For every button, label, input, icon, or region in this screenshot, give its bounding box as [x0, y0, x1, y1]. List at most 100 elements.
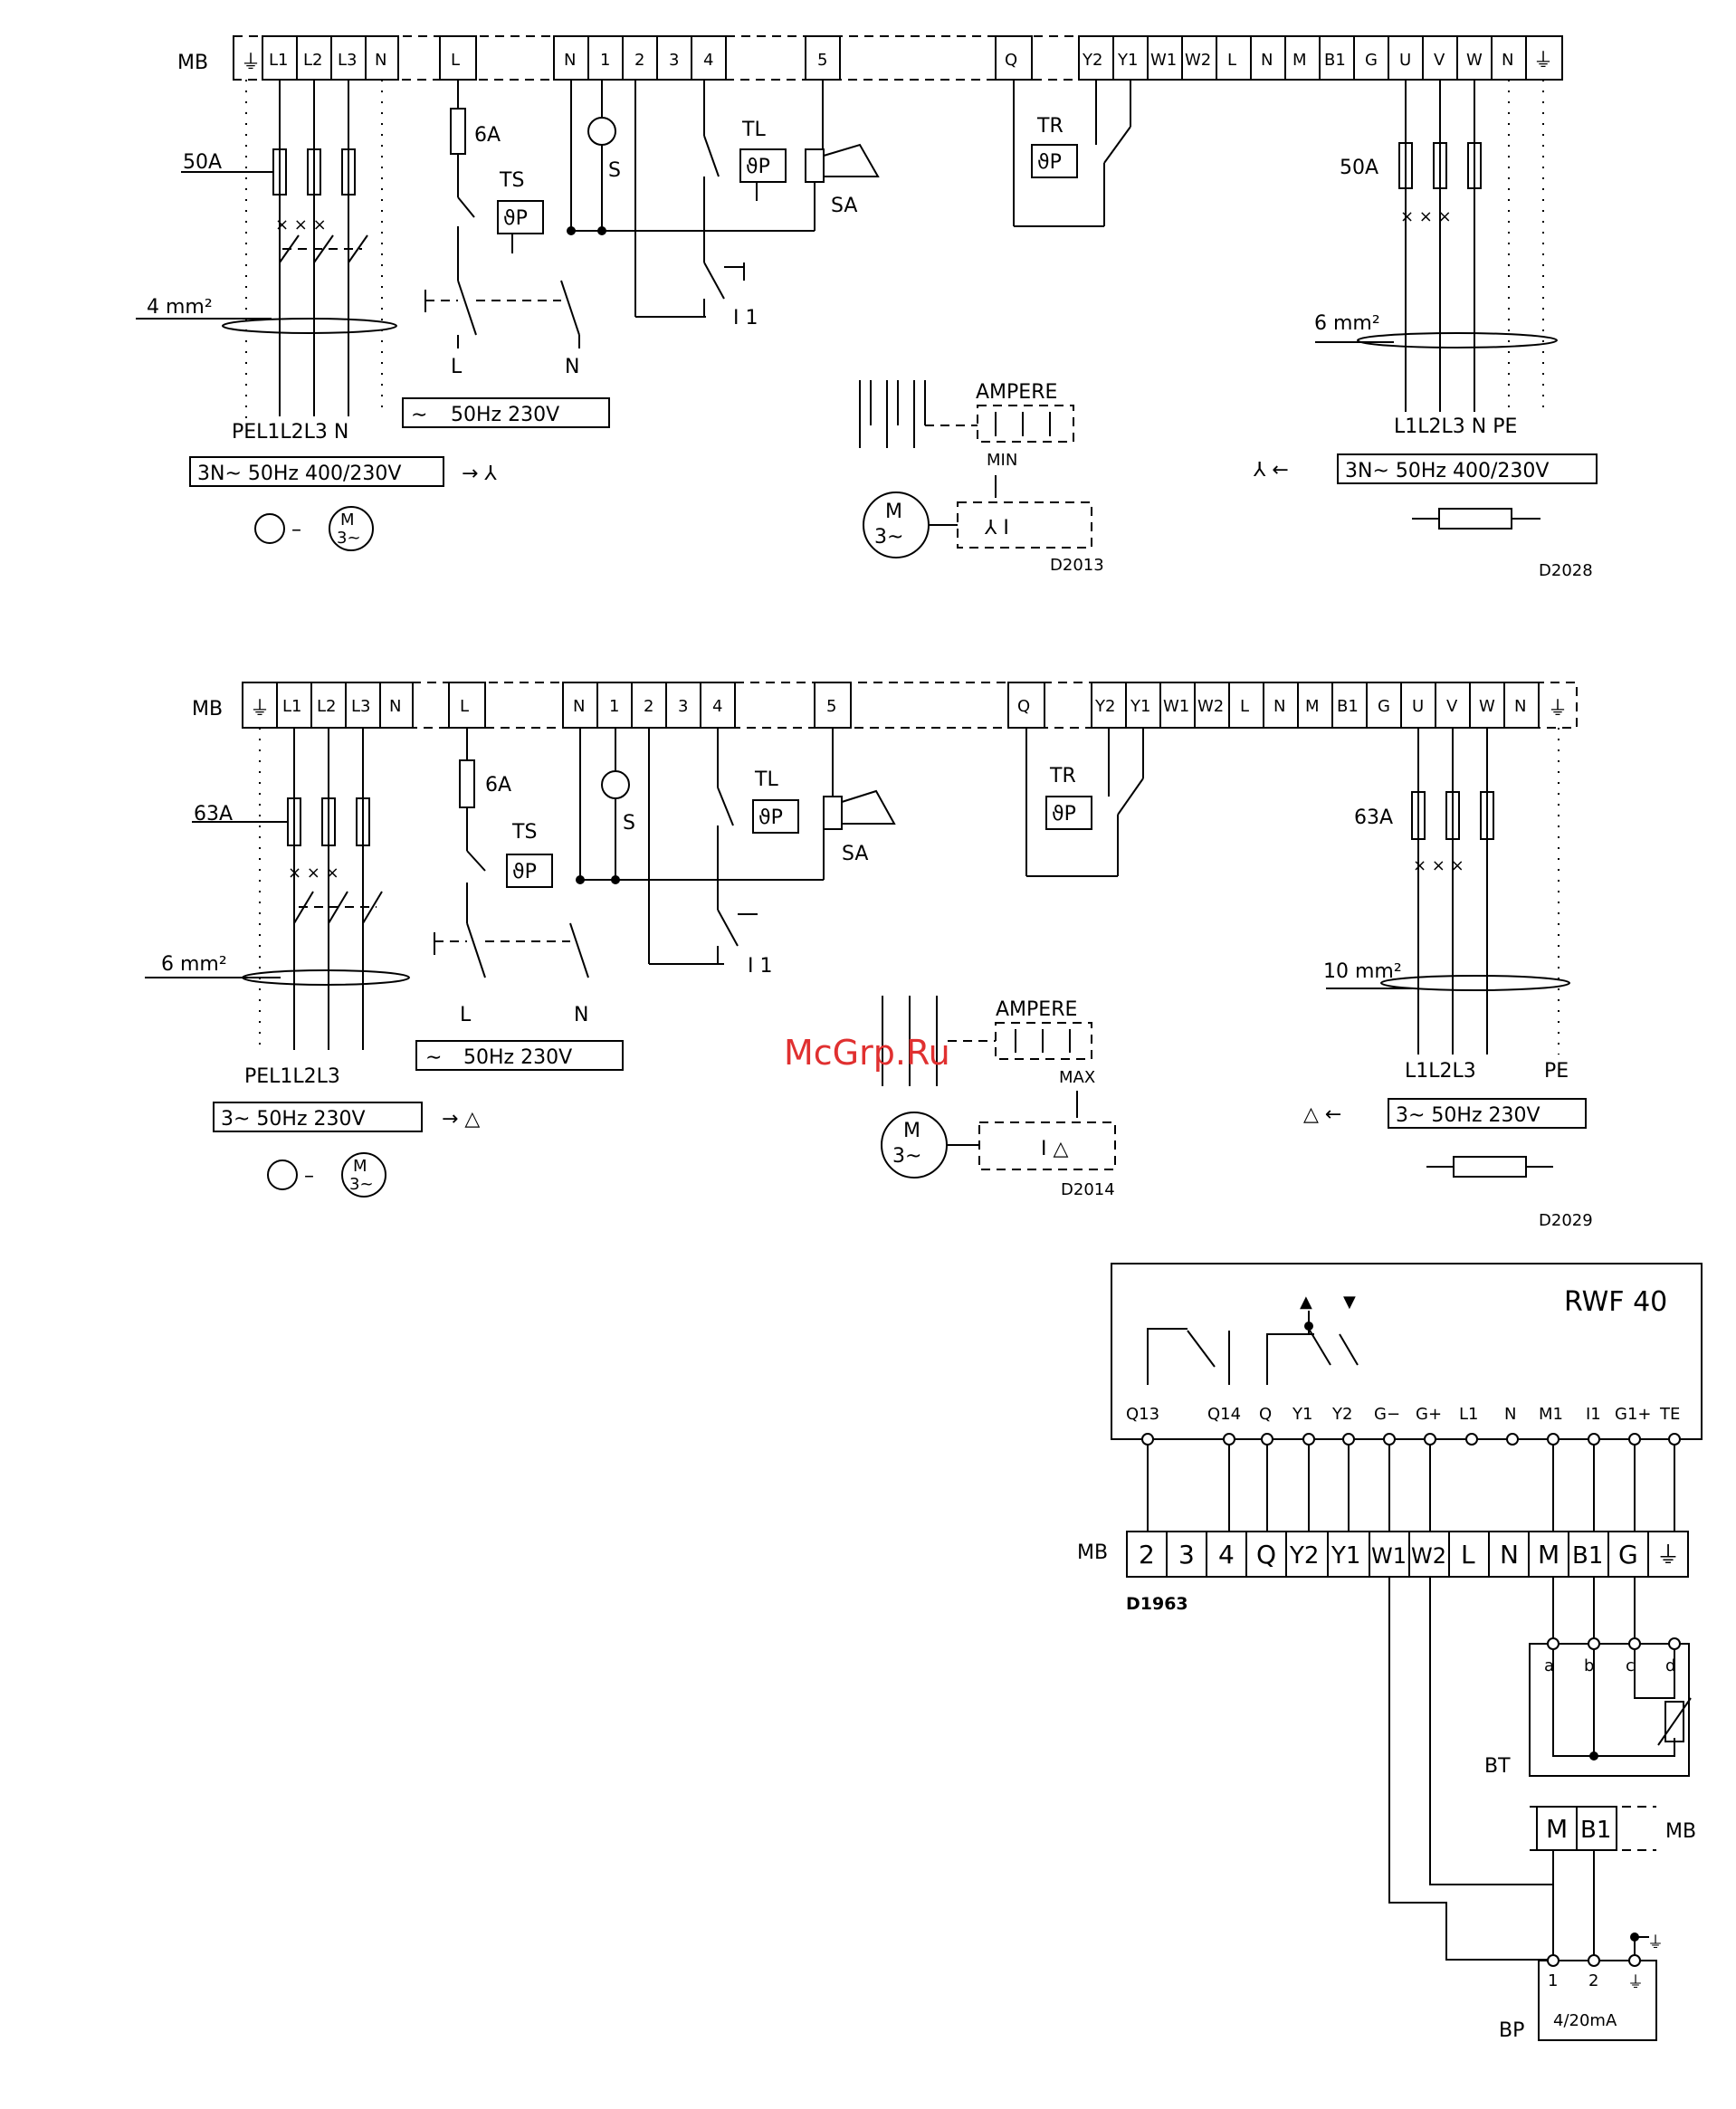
diagram-id-d2028: D2028 — [1539, 561, 1593, 580]
tl-label-mid: TL — [754, 768, 778, 791]
bp-pin-2: 2 — [1588, 1971, 1598, 1990]
fuse-out-rating-mid: 63A — [1354, 806, 1393, 829]
fuse-l3-mid — [356, 797, 370, 846]
fuse-in-rating-mid: 63A — [194, 803, 233, 825]
diagram-top: MB ⏚ L1 L2 L3 N L N 1 2 3 4 5 Q Y2 Y1 W1… — [136, 35, 1598, 580]
terminal-q-mid: Q — [1017, 697, 1030, 716]
terminal-group-left-top: L1 L2 L3 N — [262, 35, 399, 81]
ground-terminal-mid: ⏚ — [250, 698, 270, 720]
bt-pin-d: d — [1665, 1656, 1675, 1675]
rwf-mb-y1: Y1 — [1331, 1542, 1360, 1570]
rwf-mb-3: 3 — [1178, 1540, 1195, 1570]
rwf-mb-m: M — [1538, 1540, 1560, 1570]
diagram-id-d2029: D2029 — [1539, 1211, 1593, 1230]
rwf-mb-y2: Y2 — [1289, 1542, 1319, 1570]
terminal-y2: Y2 — [1082, 51, 1102, 70]
diagram-rwf40: RWF 40 ▲ ▼ Q13 Q14 Q Y1 Y2 G− G+ L1 N M1… — [1077, 1263, 1703, 2042]
lamp-s-mid — [601, 770, 630, 799]
rwf-mb-w2: W2 — [1411, 1543, 1446, 1569]
feed-in-terminals-mid: PEL1L2L3 — [244, 1065, 340, 1088]
motor-ph-mid: 3~ — [892, 1145, 921, 1168]
rwf-term-te: TE — [1659, 1405, 1680, 1424]
motor-block-middle: AMPERE MAX M 3~ I △ D2014 — [881, 996, 1116, 1199]
fuse-u-mid — [1411, 791, 1426, 840]
terminal-m-mid: M — [1305, 697, 1320, 716]
mb-label-middle: MB — [192, 698, 223, 720]
tr-sensor-mid: ϑP — [1052, 803, 1076, 825]
rwf-term-q14: Q14 — [1207, 1405, 1241, 1424]
ctrl-supply-tilde-mid: ∼ — [425, 1046, 442, 1069]
mb2-label: MB — [1665, 1820, 1696, 1843]
terminal-v-mid: V — [1446, 697, 1458, 716]
bt-pin-b: b — [1584, 1656, 1594, 1675]
sa-label: SA — [831, 195, 857, 217]
fuse-v-mid — [1445, 791, 1460, 840]
bt-label: BT — [1484, 1755, 1511, 1778]
terminal-b1: B1 — [1324, 51, 1346, 70]
fuse-ctrl-rating-mid: 6A — [485, 774, 511, 797]
terminal-l-right-mid: L — [1240, 697, 1249, 716]
thermistor — [1664, 1701, 1684, 1742]
i1-label-mid: I 1 — [748, 955, 772, 978]
rwf-term-q: Q — [1259, 1405, 1272, 1424]
lamp-s-label-mid: S — [623, 812, 635, 835]
motor-m-mid: M — [903, 1120, 920, 1142]
cable-in-size-mid: 6 mm² — [161, 953, 227, 976]
terminal-l2-mid: L2 — [317, 697, 336, 716]
terminal-group-right-middle: Y2 Y1 W1 W2 L N M B1 G U V W N ⏚ — [1091, 682, 1568, 729]
bp-label: BP — [1499, 2019, 1524, 2042]
alarm-sa-mid — [823, 796, 843, 830]
switch-marks-mid: × × × — [288, 864, 339, 883]
up-arrow-icon: ▲ — [1300, 1293, 1312, 1312]
terminal-2-mid: 2 — [644, 697, 653, 716]
rwf-mb-b1: B1 — [1572, 1542, 1603, 1570]
feed-in-spec-mid: 3~ 50Hz 230V — [221, 1108, 366, 1131]
motor-link: – — [291, 519, 301, 541]
diagram-id-d1963: D1963 — [1126, 1594, 1188, 1614]
ampere-label-top: AMPERE — [976, 381, 1057, 404]
terminal-l-ctrl-mid: L — [460, 697, 469, 716]
fuse-v — [1433, 142, 1447, 189]
terminal-w2: W2 — [1185, 51, 1211, 70]
fuse-w — [1467, 142, 1482, 189]
feed-in-spec: 3N~ 50Hz 400/230V — [197, 463, 401, 485]
ampere-label-mid: AMPERE — [996, 998, 1077, 1021]
rwf-box — [1111, 1263, 1703, 1440]
rwf-mb-ground: ⏚ — [1656, 1542, 1680, 1570]
fuse-out-rating: 50A — [1340, 157, 1378, 179]
rwf-terminal-labels: Q13 Q14 Q Y1 Y2 G− G+ L1 N M1 I1 G1+ TE — [1126, 1405, 1680, 1424]
ctrl-supply-mid: 50Hz 230V — [463, 1046, 572, 1069]
feed-in-terminals: PEL1L2L3 N — [232, 421, 348, 444]
terminal-1-mid: 1 — [609, 697, 619, 716]
rwf-term-n: N — [1504, 1405, 1516, 1424]
cable-out-size-mid: 10 mm² — [1323, 960, 1402, 983]
terminal-n-out: N — [1502, 51, 1513, 70]
terminal-n: N — [375, 51, 386, 70]
sa-label-mid: SA — [842, 843, 868, 865]
rwf-term-g1-plus: G1+ — [1615, 1405, 1651, 1424]
bt-pin-a: a — [1544, 1656, 1554, 1675]
wye-arrow-out: ⅄ ← — [1254, 459, 1289, 482]
switch-marks-out: × × × — [1400, 207, 1452, 226]
delta-symbol: I △ — [1041, 1138, 1068, 1160]
rwf-mb-label: MB — [1077, 1541, 1108, 1564]
ground-terminal-out: ⏚ — [1533, 50, 1553, 72]
diagram-id-d2014: D2014 — [1061, 1180, 1115, 1199]
terminal-w2-mid: W2 — [1197, 697, 1224, 716]
rwf-mb-l: L — [1461, 1540, 1475, 1570]
mb2-b1: B1 — [1580, 1817, 1611, 1844]
terminal-w-mid: W — [1479, 697, 1495, 716]
terminal-w: W — [1466, 51, 1483, 70]
fuse-w-mid — [1480, 791, 1494, 840]
cable-in-size: 4 mm² — [147, 296, 213, 319]
terminal-q: Q — [1005, 51, 1017, 70]
terminal-v: V — [1434, 51, 1445, 70]
watermark: McGrp.Ru — [784, 1033, 950, 1073]
bt-sensor-box — [1529, 1643, 1690, 1777]
tl-label: TL — [741, 119, 766, 141]
feed-out-terminals-mid: L1L2L3 — [1405, 1060, 1476, 1083]
rwf-mb-2: 2 — [1139, 1540, 1155, 1570]
terminal-3: 3 — [669, 51, 679, 70]
